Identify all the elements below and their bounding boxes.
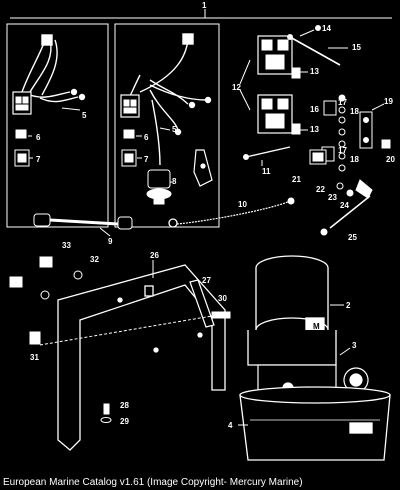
- assembly-callout-1: [10, 9, 392, 19]
- fuse-and-cap: [320, 179, 373, 236]
- screw-icon: [287, 25, 341, 135]
- callout-6-right: 6: [144, 133, 149, 142]
- inset-box-harness-left: 5 6 7: [6, 23, 109, 228]
- harness-connector-icon-2: [120, 94, 140, 118]
- callout-21: 21: [292, 175, 301, 184]
- rivet-and-washer: [100, 403, 112, 423]
- callout-6-left: 6: [36, 133, 41, 142]
- callout-22: 22: [316, 185, 325, 194]
- callout-12: 12: [232, 83, 241, 92]
- callout-24: 24: [340, 201, 349, 210]
- callout-13-bottom: 13: [310, 125, 319, 134]
- pump-motor: [247, 255, 337, 366]
- callout-14: 14: [322, 24, 331, 33]
- callout-18-top: 18: [350, 107, 359, 116]
- motor-label: M: [313, 322, 320, 331]
- callout-4: 4: [228, 421, 233, 430]
- reservoir-tank: [239, 386, 391, 461]
- callout-25: 25: [348, 233, 357, 242]
- callout-32: 32: [90, 255, 99, 264]
- callout-33: 33: [62, 241, 71, 250]
- callout-17-bottom: 17: [338, 146, 347, 155]
- connector-plug-icon: [21, 34, 86, 103]
- callout-16: 16: [310, 105, 319, 114]
- callout-3: 3: [352, 341, 357, 350]
- callout-5-right: 5: [172, 125, 177, 134]
- callout-28: 28: [120, 401, 129, 410]
- callout-2: 2: [346, 301, 351, 310]
- callout-18-bottom: 18: [350, 155, 359, 164]
- exploded-parts-diagram: 1 5 6 7: [6, 1, 396, 461]
- fuse-holder: [33, 213, 133, 237]
- solenoid-assembly: [239, 35, 293, 134]
- ground-cable: [168, 197, 295, 228]
- callout-30: 30: [218, 294, 227, 303]
- callout-29: 29: [120, 417, 129, 426]
- callout-23: 23: [328, 193, 337, 202]
- terminal-clip-icon-2: [121, 129, 137, 167]
- callout-27: 27: [202, 276, 211, 285]
- spacer-bar: [189, 279, 215, 328]
- callout-20: 20: [386, 155, 395, 164]
- callout-10: 10: [238, 200, 247, 209]
- harness-wires-icon: [129, 33, 212, 166]
- bolt-and-washer: [9, 256, 83, 345]
- callout-19: 19: [384, 97, 393, 106]
- callout-15: 15: [352, 43, 361, 52]
- callout-9: 9: [108, 237, 113, 246]
- callout-7-left: 7: [36, 155, 41, 164]
- callout-5-left: 5: [82, 111, 87, 120]
- callout-1: 1: [202, 1, 207, 10]
- callout-31: 31: [30, 353, 39, 362]
- hardware-stack: [321, 94, 391, 172]
- callout-13-top: 13: [310, 67, 319, 76]
- circuit-breaker-icon: [146, 169, 172, 205]
- terminal-clip-icon: [14, 129, 30, 167]
- callout-17-top: 17: [338, 98, 347, 107]
- bolt-30: [211, 311, 231, 319]
- callout-7-right: 7: [144, 155, 149, 164]
- harness-connector-icon: [12, 91, 32, 115]
- callout-8: 8: [172, 177, 177, 186]
- figure-caption: European Marine Catalog v1.61 (Image Cop…: [3, 477, 303, 488]
- inset-box-harness-right: 5 6 7 8: [114, 23, 220, 228]
- mounting-bracket-icon: [193, 149, 213, 187]
- pin-and-relay: [243, 146, 327, 166]
- callout-26: 26: [150, 251, 159, 260]
- callout-11: 11: [262, 167, 271, 176]
